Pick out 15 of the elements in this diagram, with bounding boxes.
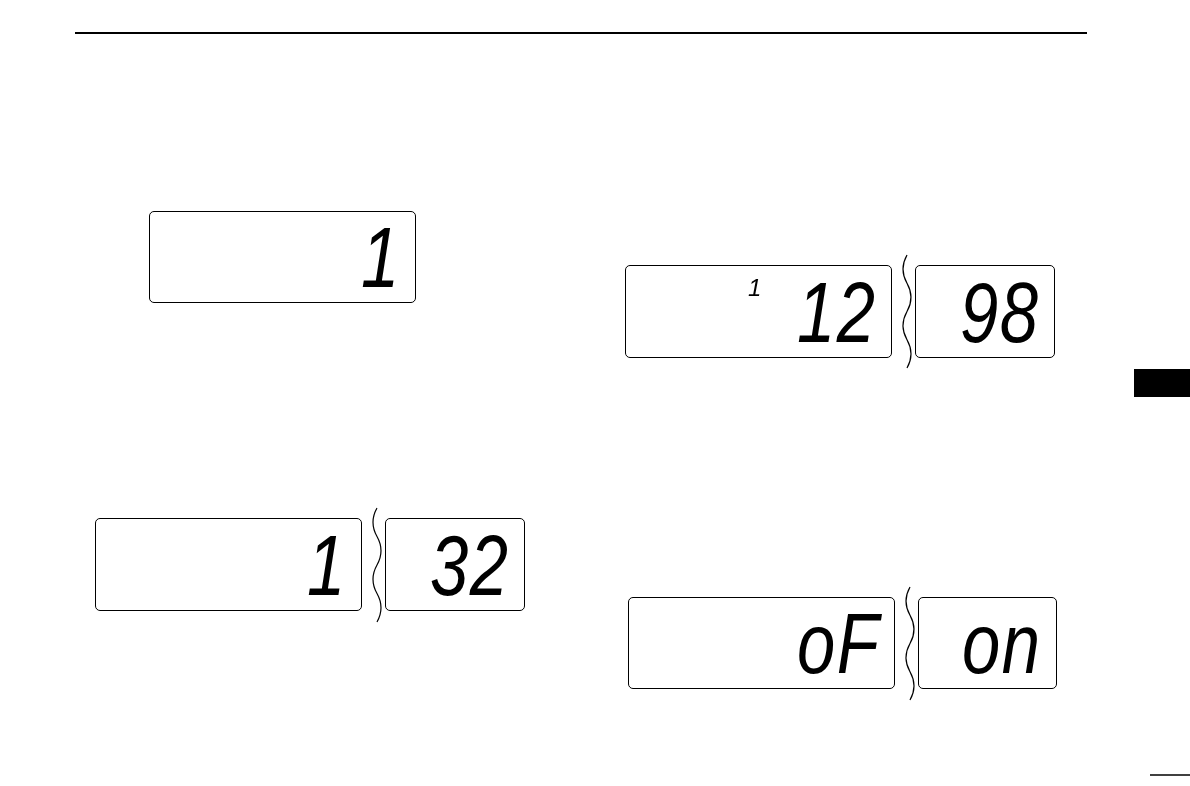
display-digits: 1 — [361, 214, 401, 300]
display-digits: oF — [796, 600, 880, 686]
display-digits: 12 — [797, 268, 877, 355]
lcd-display — [385, 518, 525, 611]
lcd-display — [625, 265, 892, 358]
lcd-display — [149, 211, 416, 303]
small-display-digit: 1 — [747, 276, 762, 300]
lcd-display — [628, 597, 895, 689]
lcd-display — [915, 265, 1055, 358]
display-digits: 1 — [307, 521, 347, 608]
display-digits: 98 — [960, 268, 1040, 355]
lcd-display — [918, 597, 1057, 689]
display-digits: on — [962, 600, 1042, 686]
display-digits: 32 — [430, 521, 510, 608]
lcd-display — [95, 518, 362, 611]
